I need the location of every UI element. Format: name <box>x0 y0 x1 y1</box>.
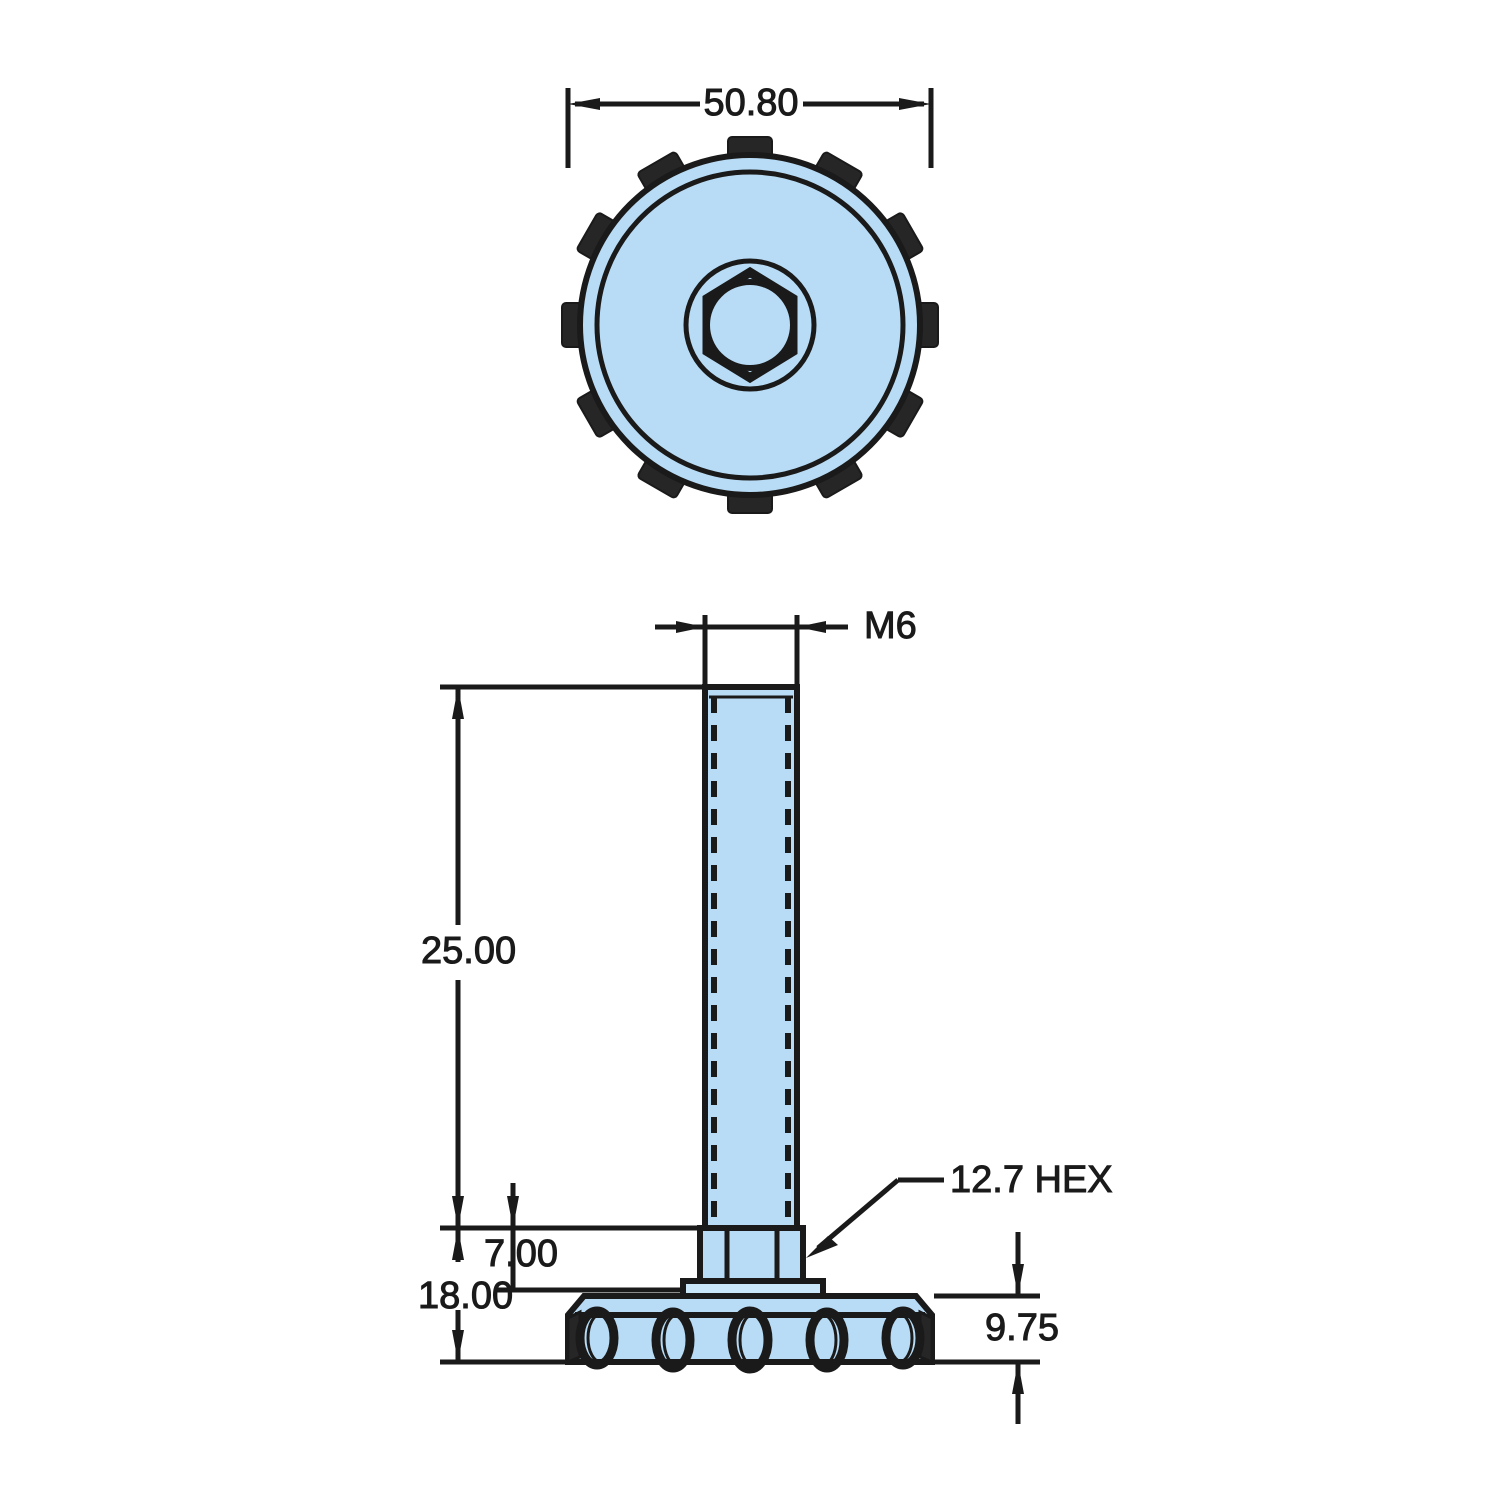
arrowhead-bottom <box>1012 1362 1024 1394</box>
base-pad-hole <box>805 1307 849 1373</box>
arrowhead-top <box>452 1228 464 1260</box>
dim-label-stem-length: 25.00 <box>421 930 516 972</box>
base-pad-hole <box>881 1306 925 1370</box>
central-boss-circle <box>683 258 817 392</box>
hex-collar <box>697 1225 806 1284</box>
dimension-base-pad-height: 9.75 <box>934 1232 1059 1424</box>
arrowhead-top <box>452 687 464 719</box>
hex-socket-outline <box>702 266 798 384</box>
arrowhead-top <box>1012 1264 1024 1296</box>
dimension-hex-collar-height: 7.00 <box>484 1183 702 1293</box>
base-pad-hole <box>651 1307 695 1373</box>
arrowhead-bottom <box>452 1196 464 1228</box>
top-view-group <box>561 136 939 514</box>
base-pad-hole <box>727 1306 773 1374</box>
dim-label-overall-base-height: 18.00 <box>418 1275 513 1317</box>
dim-label-thread-size: M6 <box>864 605 917 647</box>
arrowhead-left <box>676 621 705 633</box>
hex-socket-inner-outline <box>708 274 792 376</box>
dim-label-hex-collar-height: 7.00 <box>484 1233 558 1275</box>
dimension-thread-size: M6 <box>655 605 917 690</box>
base-pad-hole <box>575 1306 619 1370</box>
leader-diagonal <box>816 1178 900 1250</box>
threaded-stem <box>702 684 800 1235</box>
arrowhead-top <box>507 1196 519 1228</box>
base-plate-inner-ring <box>594 169 906 481</box>
arrowhead-right <box>797 621 826 633</box>
socket-bore-circle <box>704 279 796 371</box>
base-pad-body <box>565 1293 935 1365</box>
leader-arrowhead <box>806 1236 838 1258</box>
side-view-group <box>565 684 935 1374</box>
dimension-hex-across-flats: 12.7 HEX <box>806 1159 1113 1258</box>
dim-label-hex-across-flats: 12.7 HEX <box>950 1159 1113 1201</box>
arrowhead-bottom <box>452 1330 464 1362</box>
arrowhead-right <box>899 98 931 110</box>
dimension-overall-base-height: 18.00 <box>418 1228 566 1365</box>
dim-label-base-pad-height: 9.75 <box>985 1307 1059 1349</box>
dim-label-outer-diameter: 50.80 <box>703 82 798 124</box>
base-pad-holes <box>575 1306 925 1374</box>
arrowhead-left <box>568 98 600 110</box>
dimension-outer-diameter: 50.80 <box>565 82 934 168</box>
